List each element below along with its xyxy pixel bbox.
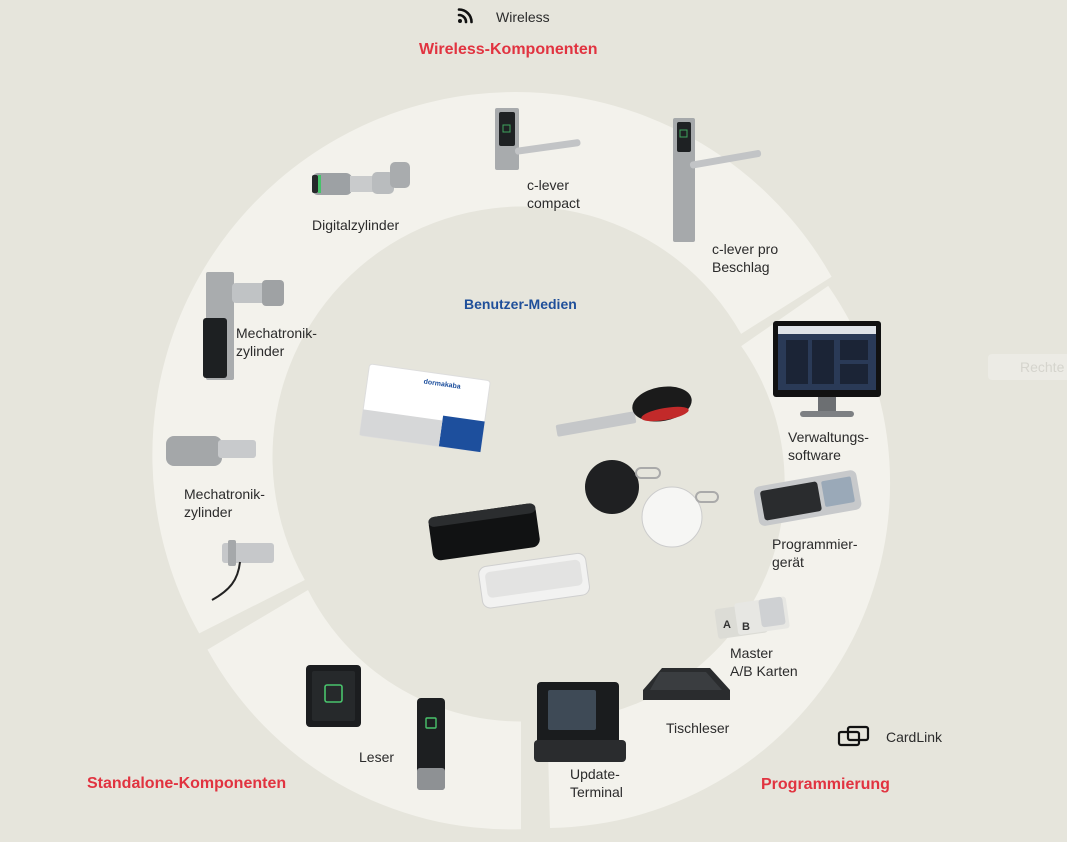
label-mechatronik-2-line1: Mechatronik- <box>184 486 265 502</box>
white-box-image <box>478 552 590 609</box>
label-digitalzylinder: Digitalzylinder <box>312 217 400 233</box>
white-tag-image <box>641 486 719 548</box>
cardlink-icon <box>837 725 870 747</box>
card-a-label: A <box>723 619 731 631</box>
dormakaba-card-image: dormakaba <box>359 363 491 453</box>
label-mechatronik-1-line2: zylinder <box>236 343 285 359</box>
label-programmiergeraet-line1: Programmier- <box>772 536 858 552</box>
rechte-button[interactable]: Rechte <box>988 354 1067 380</box>
programmiergeraet-image <box>753 470 862 526</box>
wireless-legend-label: Wireless <box>496 9 550 25</box>
section-wireless-komponenten: Wireless-Komponenten <box>419 41 598 58</box>
master-karten-image: A B <box>714 596 790 639</box>
wifi-icon <box>457 8 473 24</box>
ring <box>152 92 891 830</box>
section-standalone-komponenten: Standalone-Komponenten <box>87 775 287 792</box>
label-update-terminal-line1: Update- <box>570 766 620 782</box>
c-lever-pro-image <box>673 118 762 242</box>
cardlink-legend-label: CardLink <box>886 729 943 745</box>
label-verwaltungssoftware-line2: software <box>788 447 841 463</box>
label-tischleser: Tischleser <box>666 720 730 736</box>
black-tag-image <box>585 460 661 514</box>
label-master-karten-line1: Master <box>730 645 773 661</box>
label-c-lever-pro-line1: c-lever pro <box>712 241 779 257</box>
key-fob-image <box>555 386 692 437</box>
c-lever-compact-image <box>495 108 581 170</box>
rechte-button-label: Rechte <box>1020 359 1065 375</box>
verwaltungssoftware-image <box>773 321 881 417</box>
section-benutzer-medien: Benutzer-Medien <box>464 296 577 312</box>
card-b-label: B <box>742 621 750 633</box>
ring-segment-standalone <box>207 590 521 830</box>
label-leser: Leser <box>359 749 395 765</box>
label-verwaltungssoftware-line1: Verwaltungs- <box>788 429 869 445</box>
ring-segment-programmierung <box>547 285 891 828</box>
label-c-lever-compact-line2: compact <box>527 195 580 211</box>
leser-1-image <box>306 665 361 727</box>
label-programmiergeraet-line2: gerät <box>772 554 804 570</box>
label-mechatronik-1-line1: Mechatronik- <box>236 325 317 341</box>
label-update-terminal-line2: Terminal <box>570 784 623 800</box>
digitalzylinder-image <box>312 162 410 195</box>
mechatronik-1-image <box>203 272 284 380</box>
mechatronik-2-image <box>166 436 274 601</box>
leser-2-image <box>417 698 445 790</box>
section-programmierung: Programmierung <box>761 776 890 793</box>
tischleser-image <box>643 668 730 700</box>
ring-segment-wireless <box>152 92 832 634</box>
label-master-karten-line2: A/B Karten <box>730 663 798 679</box>
black-box-image <box>428 503 540 561</box>
label-mechatronik-2-line2: zylinder <box>184 504 233 520</box>
label-c-lever-pro-line2: Beschlag <box>712 259 770 275</box>
update-terminal-image <box>534 682 626 762</box>
label-c-lever-compact-line1: c-lever <box>527 177 570 193</box>
